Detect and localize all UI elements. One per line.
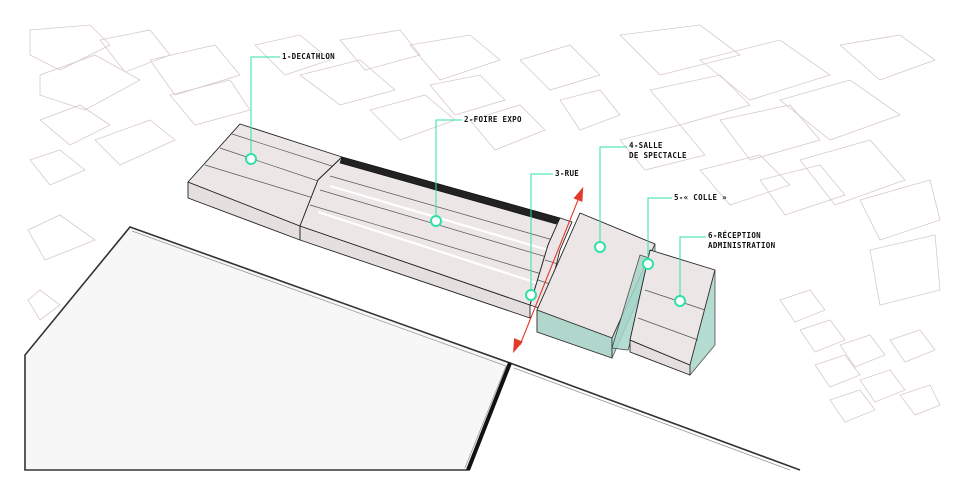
labels: 1-DECATHLON 2-FOIRE EXPO 3-RUE 4-SALLE D…: [282, 52, 776, 250]
label-reception-line1: 6-RÉCEPTION: [708, 231, 761, 240]
label-reception-line2: ADMINISTRATION: [708, 241, 776, 250]
building-reception-administration: [629, 249, 716, 377]
label-salle-line2: DE SPECTACLE: [629, 151, 687, 160]
marker-foire-expo: [430, 215, 442, 227]
marker-rue: [525, 289, 537, 301]
building-foire-expo: [299, 156, 561, 319]
street-direction-arrows: [513, 186, 584, 354]
marker-reception: [674, 295, 686, 307]
label-colle: 5-« COLLE »: [674, 193, 727, 202]
label-rue: 3-RUE: [555, 169, 579, 178]
leader-lines: [250, 56, 706, 301]
label-salle-line1: 4-SALLE: [629, 141, 663, 150]
label-foire-expo: 2-FOIRE EXPO: [464, 115, 522, 124]
marker-salle: [594, 241, 606, 253]
building-decathlon: [187, 123, 343, 241]
markers: [245, 153, 686, 307]
marker-decathlon: [245, 153, 257, 165]
parking-plot: [24, 226, 801, 471]
label-decathlon: 1-DECATHLON: [282, 52, 335, 61]
marker-colle: [642, 258, 654, 270]
